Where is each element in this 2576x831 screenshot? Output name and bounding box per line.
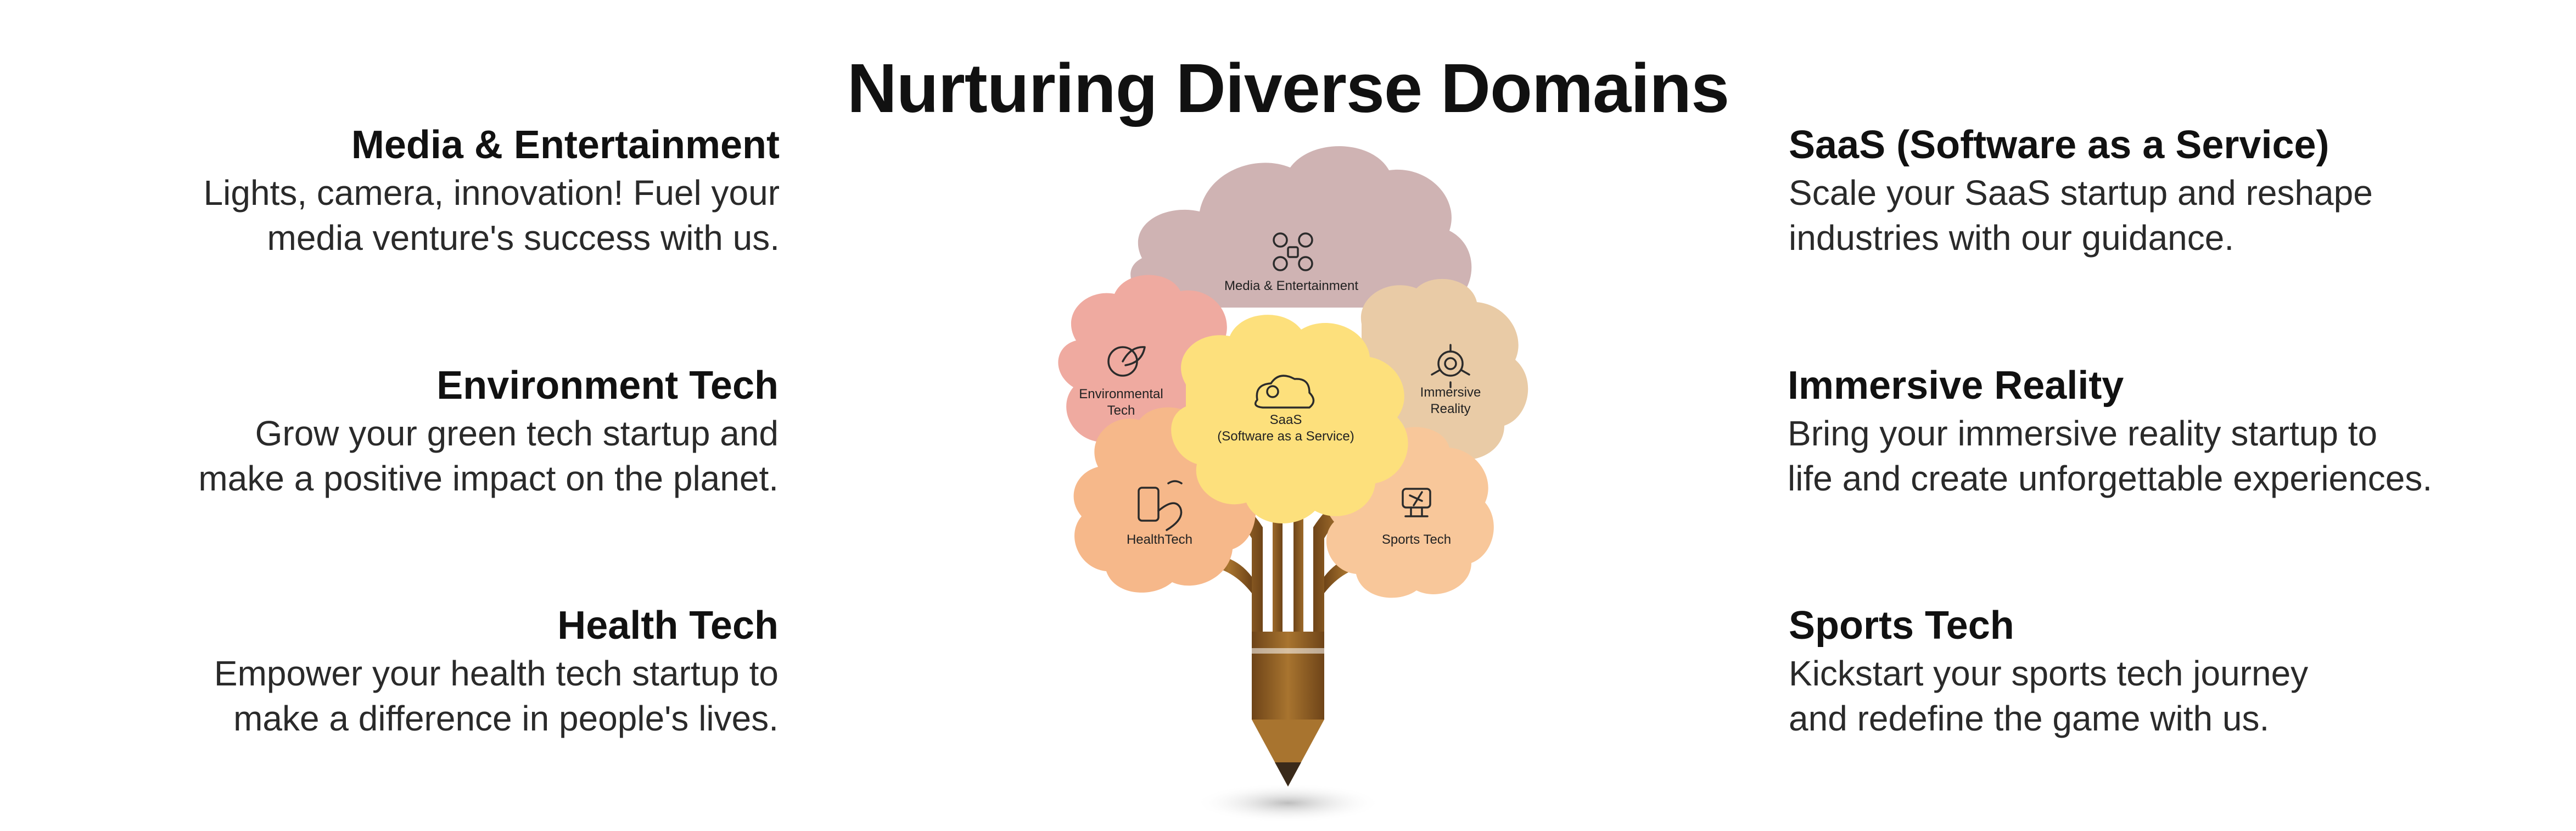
domain-heading: Health Tech: [557, 604, 779, 648]
blob-saas: [1171, 315, 1408, 523]
domain-heading: Environment Tech: [436, 364, 779, 408]
tree-label-sports-tech: Sports Tech: [1382, 532, 1451, 547]
tree-label-healthtech: HealthTech: [1127, 532, 1192, 547]
domain-heading: Media & Entertainment: [351, 123, 780, 167]
tree-label-environmental-tech: Tech: [1107, 403, 1135, 418]
domain-saas: SaaS (Software as a Service) Scale your …: [1789, 122, 2448, 260]
tree-label-immersive: Immersive: [1420, 385, 1481, 400]
domain-environment-tech: Environment Tech Grow your green tech st…: [120, 362, 779, 501]
domain-health-tech: Health Tech Empower your health tech sta…: [120, 603, 779, 741]
domain-sports-tech: Sports Tech Kickstart your sports tech j…: [1789, 603, 2448, 741]
tree-label-reality: Reality: [1430, 401, 1470, 416]
cloud-gear-icon: [1254, 375, 1315, 409]
tree-label-saas: SaaS: [1270, 412, 1302, 427]
blob-media-entertainment: [1130, 146, 1472, 308]
domain-heading: Immersive Reality: [1788, 364, 2124, 408]
domain-heading: SaaS (Software as a Service): [1789, 123, 2329, 167]
social-media-icon: [1273, 232, 1313, 271]
domain-media-entertainment: Media & Entertainment Lights, camera, in…: [121, 122, 780, 260]
heart-phone-icon: [1138, 480, 1183, 531]
ground-shadow: [1195, 783, 1381, 823]
leaf-globe-icon: [1107, 346, 1146, 377]
vr-network-icon: [1431, 344, 1470, 388]
tree-label-environmental: Environmental: [1079, 387, 1163, 401]
tree-label-saas-full: (Software as a Service): [1217, 429, 1354, 444]
tree-label-media: Media & Entertainment: [1224, 278, 1358, 293]
domain-immersive-reality: Immersive Reality Bring your immersive r…: [1788, 362, 2446, 501]
sports-trophy-icon: [1402, 488, 1431, 517]
domain-heading: Sports Tech: [1789, 604, 2014, 648]
pencil-tip: [1275, 762, 1301, 787]
page-title: Nurturing Diverse Domains: [847, 49, 1729, 127]
